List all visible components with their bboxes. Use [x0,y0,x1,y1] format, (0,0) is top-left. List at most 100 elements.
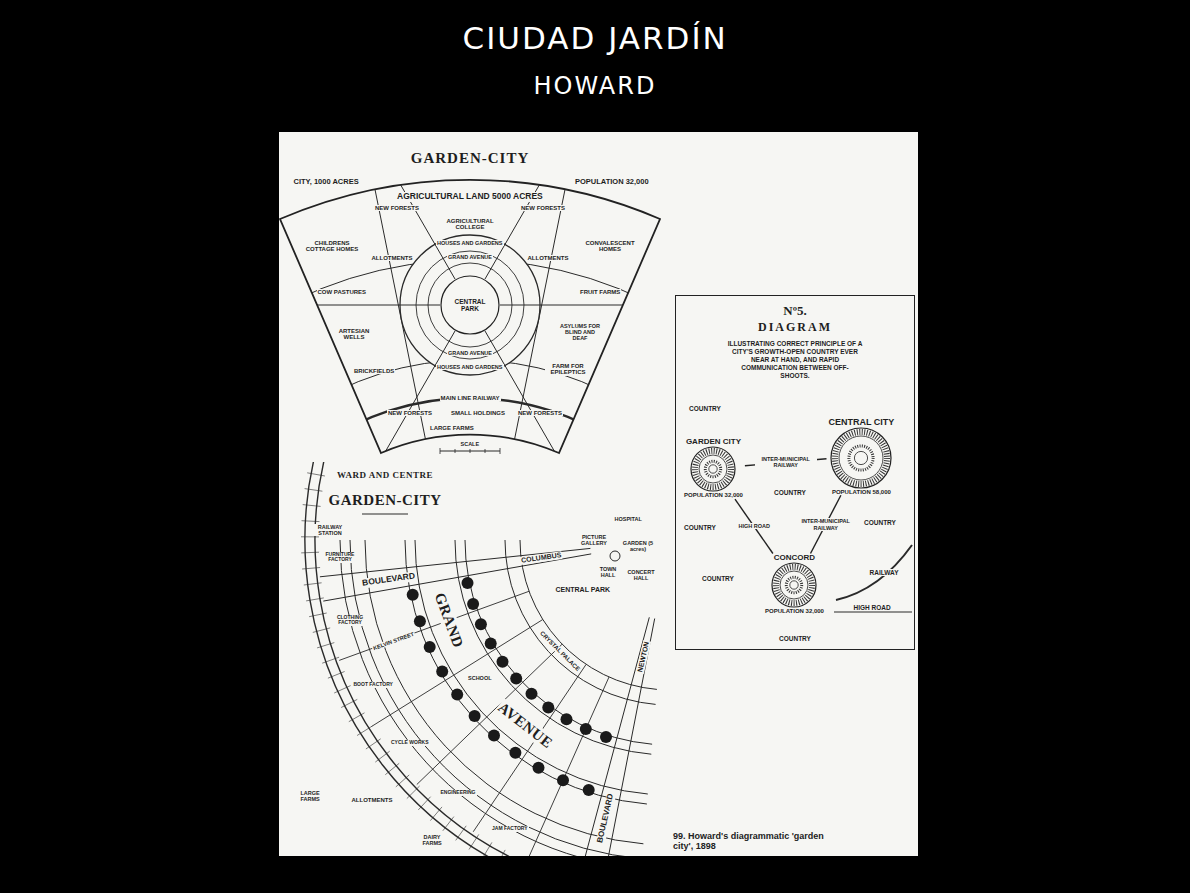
hatched-belt [835,432,887,484]
edge-label-anchor: INTER-MUNICIPAL RAILWAY [795,518,857,530]
avenue-building [462,577,474,589]
label-anchor: JAM FACTORY [491,826,529,832]
city-name: GARDEN CITY [686,438,741,447]
label-anchor: COUNTRY [688,405,722,412]
city-circle: GARDEN CITYPOPULATION 32,000 [682,438,745,500]
place-label: CYCLE WORKS [390,740,430,746]
label-anchor: CRYSTAL PALACE [537,629,581,673]
place-label: CENTRAL PARK [555,586,612,594]
label-anchor: BOOT FACTORY [353,682,394,688]
railway-tie [385,763,399,774]
avenue-building [600,731,612,743]
ward-plan [301,462,671,856]
place-label: COUNTRY [683,524,717,531]
railway-tie [407,786,420,799]
label-anchor: TOWN HALL [595,566,621,578]
railway-tie [305,489,323,492]
place-label: GRAND AVENUE [447,254,493,260]
label-anchor: RAILWAY [869,569,900,576]
label-anchor: CENTRAL PARK [555,586,612,594]
place-label: ASYLUMS FOR BLIND AND DEAF [556,323,604,341]
place-label: ALLOTMENTS [527,255,570,262]
label-anchor: NEW FORESTS [517,410,563,417]
label-anchor: BOULEVARD [360,571,416,588]
hatched-belt [695,451,731,487]
place-label: DAIRY FARMS [416,834,448,846]
place-label: HIGH ROAD [853,604,892,611]
avenue-building [488,729,500,741]
place-label: SMALL HOLDINGS [450,410,506,417]
plan-label: GARDEN-CITY [328,492,443,509]
scale-tick [500,448,501,454]
label-anchor: COUNTRY [778,635,812,642]
label-anchor: NEWTON [635,640,650,674]
label-anchor: CITY, 1000 ACRES [293,178,360,186]
label-anchor: CONCERT HALL [624,569,658,581]
avenue-building [469,710,481,722]
static-details [362,448,912,612]
park-border [441,276,499,334]
hatched-ring [787,578,802,593]
label-anchor: CYCLE WORKS [390,740,430,746]
plan-label: AVENUE [494,698,557,752]
edge-label-anchor: INTER-MUNICIPAL RAILWAY [755,456,817,468]
railway-tie [349,713,365,722]
label-anchor: ASYLUMS FOR BLIND AND DEAF [556,323,604,341]
avenue-building [542,702,554,714]
place-label: POPULATION 32,000 [574,178,650,186]
place-label: COUNTRY [773,489,807,496]
label-anchor: SMALL HOLDINGS [450,410,506,417]
scale-tick [485,449,486,453]
label-anchor: AGRICULTURAL COLLEGE [438,218,502,231]
railway-tie [443,817,454,831]
boulevard [150,305,440,306]
place-label: FURNITURE FACTORY [319,552,361,563]
scale-tick [440,448,441,454]
ring-street [365,540,643,844]
slide-title: CIUDAD JARDÍN [463,21,728,56]
label-anchor: BRICKFIELDS [353,368,395,375]
place-label: COUNTRY [688,405,722,412]
garden-circle [610,551,620,561]
city-rings [830,427,892,489]
label-anchor: AVENUE [494,698,557,752]
label-anchor: NEW FORESTS [374,205,420,212]
avenue-building [475,618,487,630]
label-anchor: COUNTRY [701,575,735,582]
label-anchor: LARGE FARMS [429,425,475,432]
city-outline [831,428,891,488]
boulevard [310,331,455,582]
label-anchor: COUNTRY [773,489,807,496]
place-label: ENGINEERING [440,790,477,796]
boulevard-edge [320,548,591,576]
label-anchor: ALLOTMENTS [351,797,394,804]
label-anchor: ALLOTMENTS [371,255,414,262]
high-road-line [834,611,912,612]
edge-label: HIGH ROAD [738,523,771,529]
place-label: PICTURE GALLERY [576,534,612,546]
railway-tie [301,552,319,554]
subtitle: HOWARD [534,73,657,100]
label-anchor: GRAND AVENUE [447,254,493,260]
place-label: AGRICULTURAL COLLEGE [438,218,502,231]
city-name: CENTRAL CITY [829,417,895,427]
place-label: BOOT FACTORY [353,682,394,688]
place-label: AGRICULTURAL LAND 5000 ACRES [396,192,544,202]
railway-tie [396,775,409,787]
edge-label: INTER-MUNICIPAL RAILWAY [755,456,817,468]
railway-tie [301,536,319,537]
place-label: COUNTRY [863,519,897,526]
label-anchor: HOSPITAL [614,516,643,522]
label-anchor: POPULATION 32,000 [574,178,650,186]
railway-tie [322,657,339,663]
ring-road [428,263,512,347]
city-circle: CONCORDPOPULATION 32,000 [763,554,826,616]
railway-line [305,462,671,856]
avenue-building [414,615,426,627]
place-label: TOWN HALL [595,566,621,578]
place-label: CHILDRENS COTTAGE HOMES [303,240,361,253]
railway-tie [313,628,330,633]
hatched-ring [849,445,873,469]
